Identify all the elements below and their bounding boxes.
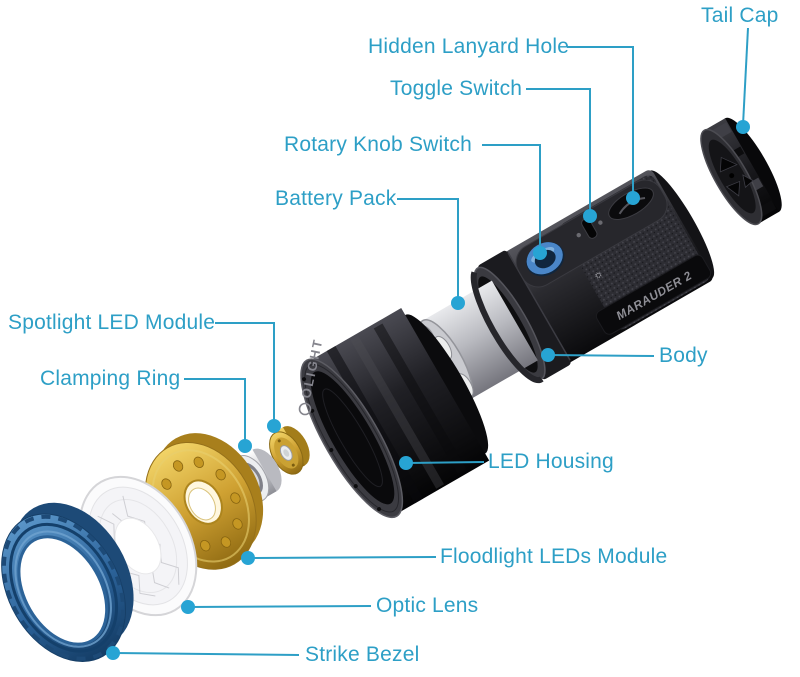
label-floodlight-leds-module: Floodlight LEDs Module [440,545,668,568]
label-rotary-knob-switch: Rotary Knob Switch [284,133,473,156]
olight-logo-icon [298,402,312,416]
model-plate [595,254,712,335]
leader-line-body [548,354,655,357]
leader-dot-spotlight-led-module [267,419,281,433]
leader-dot-battery-pack [451,296,465,310]
leader-lines [113,27,749,656]
leader-line-strike-bezel [113,652,300,656]
leader-line-battery-pack [397,198,459,300]
toggle-icon-left [576,232,581,238]
leader-line-optic-lens [188,605,372,608]
leader-dot-led-housing [399,456,413,470]
toggle-icon-right [598,220,603,225]
leader-dots [106,120,750,660]
leader-dot-rotary-knob-switch [533,246,547,260]
label-optic-lens: Optic Lens [376,594,479,617]
leader-line-clamping-ring [184,378,246,443]
body-front-lip [470,271,544,384]
label-spotlight-led-module: Spotlight LED Module [8,311,216,334]
leader-line-hidden-lanyard-hole [567,46,634,196]
label-strike-bezel: Strike Bezel [305,643,420,666]
spotlight-led-module-part [269,426,310,475]
leader-line-led-housing [406,461,485,464]
leader-dot-tail-cap [736,120,750,134]
leader-line-floodlight-leds-module [248,556,437,559]
label-battery-pack: Battery Pack [275,187,397,210]
label-clamping-ring: Clamping Ring [40,367,181,390]
label-tail-cap: Tail Cap [701,4,779,27]
leader-dot-hidden-lanyard-hole [626,191,640,205]
leader-dot-body [541,348,555,362]
leader-dot-optic-lens [181,600,195,614]
leader-dot-clamping-ring [238,439,252,453]
label-hidden-lanyard-hole: Hidden Lanyard Hole [368,35,570,58]
label-body: Body [659,344,708,367]
leader-dot-toggle-switch [583,209,597,223]
label-toggle-switch: Toggle Switch [390,77,523,100]
leader-dot-floodlight-leds-module [241,551,255,565]
leader-dot-strike-bezel [106,646,120,660]
leader-line-rotary-knob-switch [482,144,541,250]
leader-line-tail-cap [742,27,749,126]
leader-line-toggle-switch [526,88,591,214]
tail-cap-part [700,117,782,226]
strike-bezel-part [1,502,134,662]
label-led-housing: LED Housing [488,450,614,473]
leader-line-spotlight-led-module [215,322,275,423]
